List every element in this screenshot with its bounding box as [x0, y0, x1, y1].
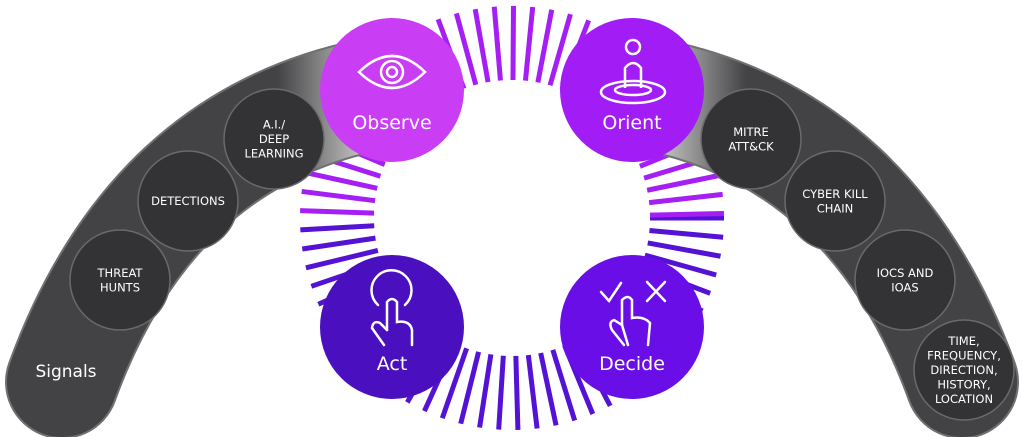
ring-tick [304, 170, 378, 191]
ring-tick [300, 223, 375, 233]
orient-label: Orient [602, 112, 661, 134]
bubble-label: DETECTIONS [151, 194, 225, 208]
ring-tick [547, 13, 573, 87]
ring-tick [522, 6, 536, 81]
bubble-label: TIME, [947, 334, 979, 348]
pointer-hand-icon [370, 268, 414, 347]
ring-tick [525, 354, 540, 429]
observe-node[interactable]: Observe [320, 18, 464, 162]
bubble-label: HUNTS [100, 280, 140, 294]
ring-tick [477, 353, 494, 428]
ring-tick [496, 355, 506, 430]
ring-tick [644, 252, 717, 278]
observe-label: Observe [352, 112, 431, 134]
bubble-label: HISTORY, [937, 378, 990, 392]
bubble-label: DIRECTION, [930, 363, 997, 377]
ring-tick [648, 191, 723, 206]
ring-tick [646, 172, 721, 193]
bubble-label: A.I./ [263, 118, 285, 132]
check-cross-hand-icon [599, 280, 667, 347]
ring-tick [458, 351, 482, 425]
ring-tick [513, 355, 521, 430]
bubble-label: MITRE [733, 125, 769, 139]
ring-tick [538, 352, 559, 426]
bubble-label: LEARNING [244, 147, 303, 161]
decide-label: Decide [599, 353, 665, 375]
ring-tick [647, 240, 721, 259]
ring-tick [550, 349, 578, 422]
bubble-label: FREQUENCY, [927, 349, 1001, 363]
bubble-label: CHAIN [817, 201, 854, 215]
orient-node[interactable]: Orient [560, 18, 704, 162]
ring-tick [510, 5, 516, 81]
ring-tick [301, 188, 376, 204]
bubble-label: ATT&CK [728, 139, 774, 153]
ring-tick [472, 8, 491, 83]
decide-node[interactable]: Decide [560, 255, 704, 399]
act-node[interactable]: Act [320, 255, 464, 399]
person-target-icon [599, 38, 667, 105]
bubble-label: LOCATION [935, 392, 993, 406]
bubble-label: THREAT [97, 266, 144, 280]
bubble-label: IOAS [891, 280, 918, 294]
ring-tick [439, 347, 469, 420]
context-bubble: TIME,FREQUENCY,DIRECTION,HISTORY,LOCATIO… [913, 319, 1015, 421]
ring-tick [300, 208, 375, 216]
ring-tick [301, 235, 376, 252]
bubble-label: CYBER KILL [802, 187, 868, 201]
ring-tick [649, 211, 725, 218]
bubble-label: IOCS AND [877, 266, 934, 280]
bubble-label: DEEP [259, 132, 289, 146]
signals-bubble: DETECTIONS [137, 150, 239, 252]
ring-tick [535, 9, 555, 83]
eye-icon [357, 54, 427, 90]
ring-tick [491, 6, 503, 81]
act-label: Act [377, 353, 408, 375]
signals-label: Signals [35, 362, 96, 382]
ring-tick [305, 248, 379, 271]
ring-tick [454, 12, 479, 86]
ring-tick [649, 228, 724, 240]
